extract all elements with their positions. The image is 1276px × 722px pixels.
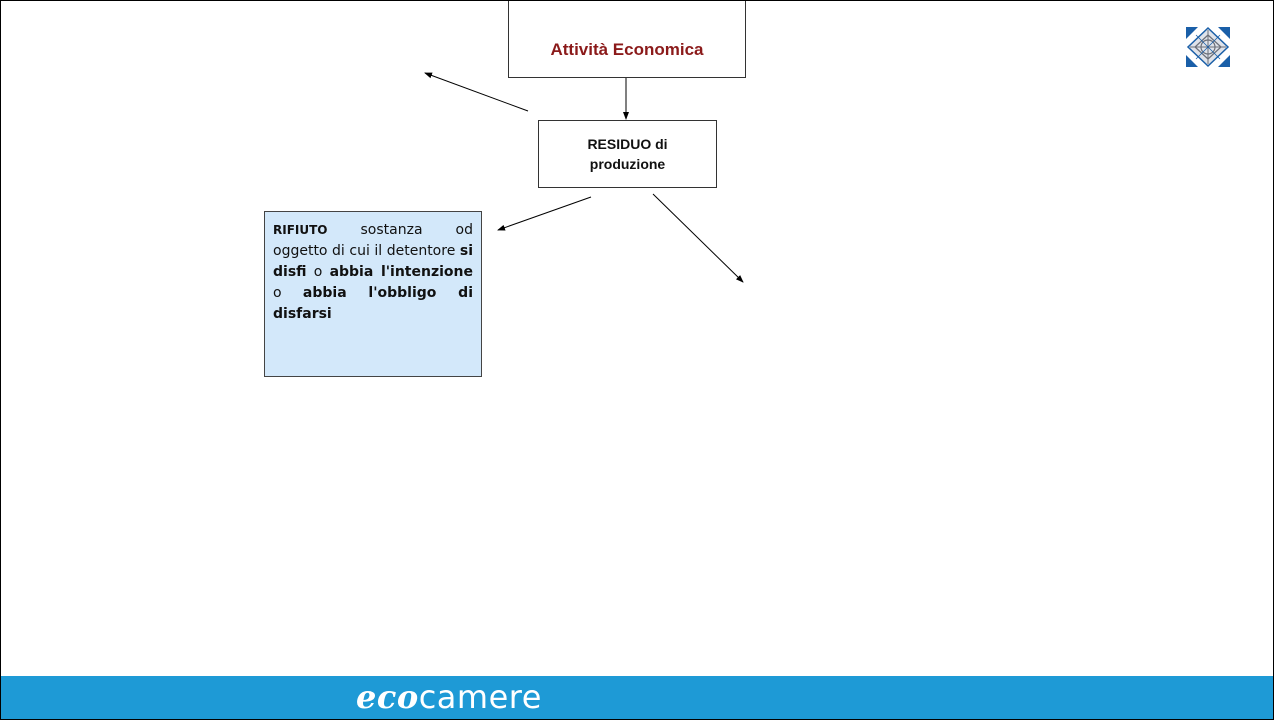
brand-camere: camere xyxy=(418,678,542,716)
brand-eco: eco xyxy=(356,678,419,716)
residuo-produzione-box: RESIDUO di produzione xyxy=(538,120,717,188)
arrow-to-upper-left xyxy=(424,72,529,112)
arrow-to-rifiuto xyxy=(497,196,592,231)
rifiuto-bold-1: si disfi xyxy=(273,243,473,280)
rifiuto-text-3: o xyxy=(273,285,303,301)
rifiuto-bold-2: abbia l'intenzione xyxy=(329,264,473,280)
footer-bar: ecocamere xyxy=(1,676,1273,719)
rifiuto-bold-3: abbia l'obbligo di disfarsi xyxy=(273,285,474,322)
rifiuto-text-1: sostanza od oggetto di cui il detentore xyxy=(273,222,473,259)
rifiuto-term: RIFIUTO xyxy=(273,223,328,237)
arrow-to-lower-right xyxy=(652,193,744,283)
rifiuto-text-2: o xyxy=(306,264,330,280)
chamber-of-commerce-logo-icon xyxy=(1185,26,1231,68)
ecocamere-logo: ecocamere xyxy=(356,677,542,717)
attivita-economica-box: Attività Economica xyxy=(508,1,746,78)
residuo-produzione-label: RESIDUO di produzione xyxy=(587,136,668,172)
rifiuto-definition-box: RIFIUTO sostanza od oggetto di cui il de… xyxy=(264,211,482,377)
attivita-economica-label: Attività Economica xyxy=(550,39,704,59)
